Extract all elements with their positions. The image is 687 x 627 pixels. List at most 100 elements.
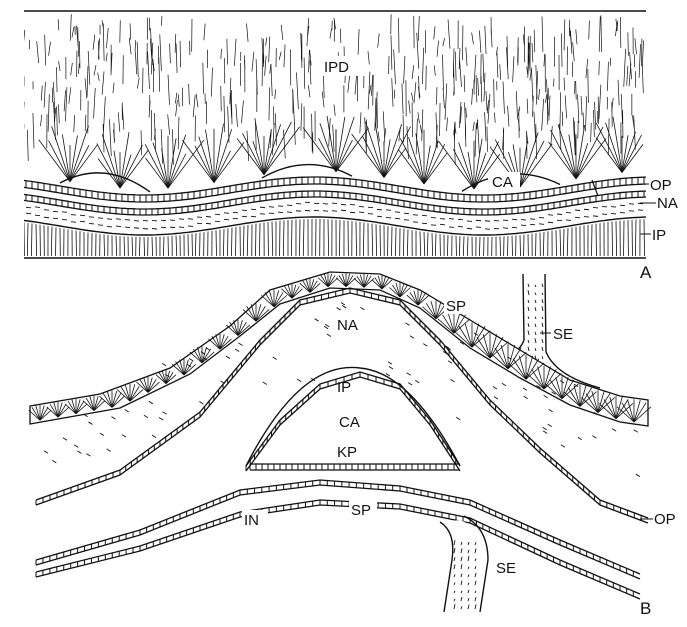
ip-hatch-line bbox=[463, 236, 464, 256]
na-dash bbox=[71, 222, 76, 223]
ipd-hatch-line bbox=[93, 35, 95, 50]
fan-ray bbox=[622, 132, 636, 173]
ipd-hatch-line bbox=[639, 44, 640, 78]
ip-hatch-line bbox=[227, 228, 228, 256]
na-dash bbox=[162, 363, 166, 366]
ipd-hatch-line bbox=[474, 55, 476, 89]
panel-a-letter: A bbox=[640, 263, 652, 282]
na-dash bbox=[111, 417, 115, 420]
na-dash bbox=[159, 418, 163, 421]
na-dash bbox=[260, 214, 265, 215]
na-dash bbox=[395, 212, 400, 213]
ip-hatch-line bbox=[612, 222, 613, 256]
ipd-hatch-line bbox=[224, 96, 225, 132]
na-dash bbox=[458, 219, 463, 220]
ipd-hatch-line bbox=[58, 105, 59, 124]
ipd-hatch-line bbox=[455, 52, 456, 81]
ipd-hatch-line bbox=[23, 102, 24, 122]
na-dash bbox=[314, 203, 319, 204]
na-dash bbox=[440, 224, 445, 225]
na-dash bbox=[152, 228, 157, 229]
na-dash bbox=[389, 366, 393, 369]
ipd-hatching bbox=[23, 14, 644, 165]
na-dash bbox=[273, 357, 277, 360]
ipd-hatch-line bbox=[360, 112, 361, 133]
na-dash bbox=[233, 218, 238, 219]
ip-hatch-line bbox=[520, 235, 521, 256]
ipd-hatch-line bbox=[443, 88, 444, 108]
fan-ray bbox=[199, 137, 214, 183]
panel-a bbox=[20, 11, 650, 258]
na-dash bbox=[80, 215, 85, 216]
ipd-hatch-line bbox=[532, 43, 533, 62]
na-dash bbox=[395, 218, 400, 219]
ipd-hatch-line bbox=[581, 96, 582, 115]
ipd-hatch-line bbox=[266, 37, 267, 45]
ipd-hatch-line bbox=[601, 15, 602, 52]
na-dash bbox=[125, 227, 130, 228]
ip-hatch-line bbox=[512, 236, 513, 256]
na-dash bbox=[530, 224, 535, 225]
ip-hatch-line bbox=[223, 229, 224, 256]
ipd-hatch-line bbox=[368, 72, 370, 110]
na-dash bbox=[611, 213, 616, 214]
na-dash bbox=[62, 212, 67, 213]
na-dash bbox=[377, 209, 382, 210]
ip-hatch-line bbox=[560, 229, 561, 256]
na-dash bbox=[44, 451, 48, 454]
fan-ray bbox=[558, 124, 576, 178]
ipd-hatch-line bbox=[570, 31, 571, 54]
na-dash bbox=[431, 225, 436, 226]
ipd-hatch-line bbox=[642, 40, 643, 67]
fan-ray bbox=[253, 141, 264, 174]
ipd-hatch-line bbox=[304, 58, 305, 89]
ipd-hatch-line bbox=[448, 19, 450, 48]
na-dash bbox=[350, 212, 355, 213]
ip-hatch-line bbox=[176, 236, 177, 256]
na-dash bbox=[476, 227, 481, 228]
ipd-hatch-line bbox=[503, 81, 504, 113]
ipd-hatch-line bbox=[599, 16, 600, 51]
na-dash bbox=[125, 409, 129, 412]
na-dash bbox=[360, 307, 364, 310]
ipd-hatch-line bbox=[193, 95, 195, 117]
na-dash bbox=[332, 211, 337, 212]
ipd-hatch-line bbox=[252, 52, 254, 72]
ipd-hatch-line bbox=[466, 108, 467, 118]
fan-ray bbox=[439, 141, 474, 188]
na-dash bbox=[161, 220, 166, 221]
na-dash bbox=[557, 220, 562, 221]
ipd-hatch-line bbox=[608, 118, 609, 155]
ipd-hatch-line bbox=[527, 99, 528, 114]
ipd-hatch-line bbox=[403, 115, 404, 142]
ip-hatch-line bbox=[507, 236, 508, 256]
na-dash bbox=[199, 401, 203, 404]
na-dash bbox=[502, 383, 506, 386]
na-dash bbox=[592, 436, 596, 439]
na-dash bbox=[548, 215, 553, 216]
na-dash bbox=[476, 220, 481, 221]
fan-ray bbox=[120, 155, 131, 188]
na-dash bbox=[107, 449, 111, 452]
ipd-hatch-line bbox=[500, 64, 501, 79]
ipd-hatch-line bbox=[371, 75, 372, 96]
na-dash bbox=[324, 326, 328, 329]
na-dash bbox=[297, 379, 301, 382]
ipd-hatch-line bbox=[272, 123, 274, 155]
ipd-hatch-line bbox=[231, 90, 232, 124]
ip-hatch-line bbox=[391, 227, 392, 256]
ipd-hatch-line bbox=[414, 82, 416, 103]
na-dash bbox=[575, 210, 580, 211]
ip-hatch-line bbox=[104, 235, 105, 256]
kp-label: KP bbox=[337, 444, 357, 461]
na-dash bbox=[415, 380, 419, 383]
na-dash bbox=[543, 431, 547, 434]
na-dash bbox=[89, 217, 94, 218]
ipd-hatch-line bbox=[534, 30, 535, 52]
na-dash bbox=[26, 207, 31, 208]
na-dash bbox=[629, 204, 634, 205]
ipd-hatch-line bbox=[196, 94, 198, 108]
ipd-hatch-line bbox=[161, 129, 163, 163]
na-dash bbox=[386, 217, 391, 218]
